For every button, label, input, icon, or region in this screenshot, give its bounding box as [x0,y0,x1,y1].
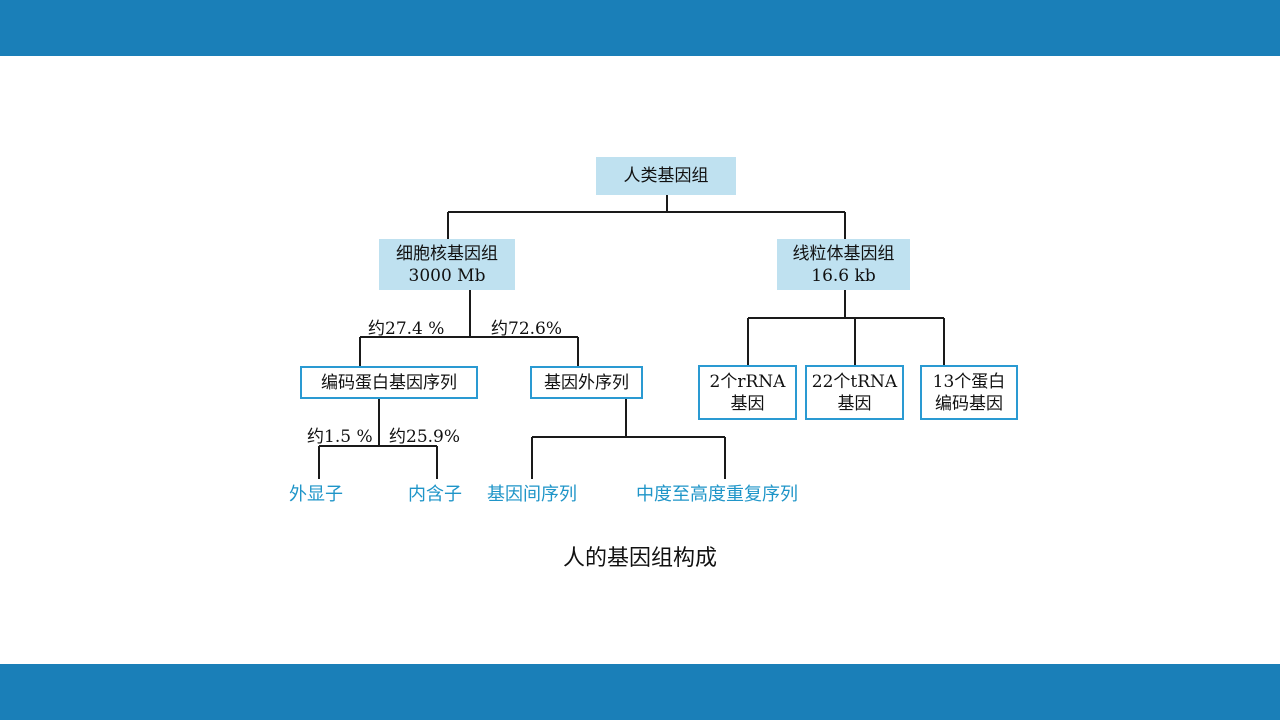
top-banner [0,0,1280,56]
percent-label-intron: 约25.9% [389,427,461,447]
node-label: 人类基因组 [623,166,709,186]
node-extragenic-sequences: 基因外序列 [530,366,643,399]
node-protein-coding-genes: 13个蛋白 编码基因 [920,365,1018,420]
node-mitochondrial-genome: 线粒体基因组 16.6 kb [777,239,910,290]
percent-label-right: 约72.6% [491,319,563,339]
node-nuclear-genome: 细胞核基因组 3000 Mb [379,239,515,290]
leaf-intergenic: 基因间序列 [487,484,577,505]
percent-label-left: 约27.4 % [368,319,445,339]
node-label: 基因 [730,393,765,414]
node-trna-genes: 22个tRNA 基因 [805,365,904,420]
node-label: 细胞核基因组 [396,243,498,264]
node-label: 基因 [837,393,872,414]
node-human-genome: 人类基因组 [596,157,736,195]
node-label: 基因外序列 [544,372,629,393]
bottom-banner [0,664,1280,720]
node-label: 编码基因 [935,393,1003,414]
figure-caption: 人的基因组构成 [562,546,717,571]
node-label: 22个tRNA [811,371,898,392]
node-size: 16.6 kb [811,265,876,286]
node-label: 编码蛋白基因序列 [321,372,457,393]
node-label: 线粒体基因组 [792,243,895,264]
leaf-repeats: 中度至高度重复序列 [636,484,798,505]
node-label: 2个rRNA [709,371,786,392]
node-coding-sequences: 编码蛋白基因序列 [300,366,478,399]
leaf-exon: 外显子 [289,484,343,505]
node-size: 3000 Mb [408,265,486,286]
percent-label-exon: 约1.5 % [307,427,373,447]
node-rrna-genes: 2个rRNA 基因 [698,365,797,420]
node-label: 13个蛋白 [932,371,1006,392]
leaf-intron: 内含子 [408,484,462,505]
